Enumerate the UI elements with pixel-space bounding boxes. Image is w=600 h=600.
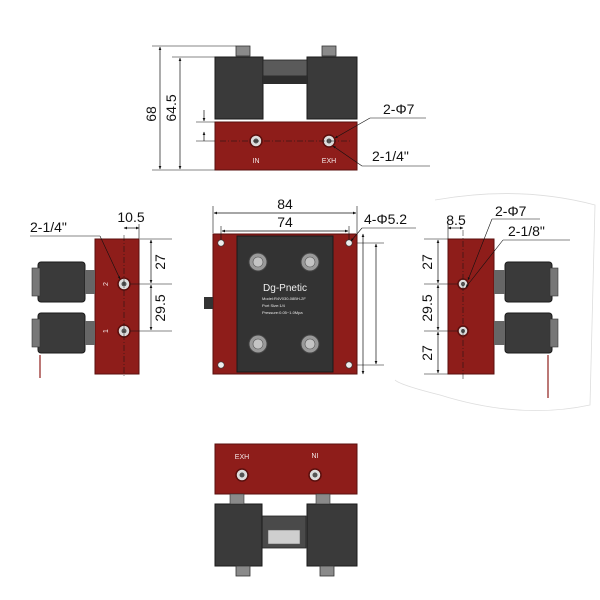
coil-right-lower [504, 312, 553, 354]
port-label-2: 2 [103, 282, 110, 286]
bottom-view: EXH IN [214, 443, 358, 577]
solenoid-coil-left-bottom [214, 503, 263, 567]
top-view: IN EXH 68 64.5 2-Φ7 2-1/4" [143, 45, 430, 171]
nut [235, 45, 251, 57]
dim-height-inner: 64.5 [163, 94, 179, 121]
side-plate-left [94, 238, 140, 375]
dim-width-total: 84 [277, 196, 293, 212]
coil-left-upper [37, 261, 86, 303]
model-label: Model:R4V030-08BH-2F [262, 296, 306, 301]
dim-pitch-right: 29.5 [419, 294, 435, 321]
brand-label: Dg-Pnetic [263, 283, 307, 294]
port-label-in-bottom: IN [312, 451, 319, 458]
port-label-1: 1 [103, 329, 110, 333]
dim-offset-left: 10.5 [117, 209, 144, 225]
coil-left-lower [37, 312, 86, 354]
solenoid-coil-right [306, 56, 358, 120]
mount-hole [217, 239, 225, 247]
mount-hole [217, 361, 225, 369]
nut [248, 334, 268, 354]
dim-ports-left: 2-1/4" [30, 219, 67, 235]
front-view: Dg-Pnetic Model:R4V030-08BH-2F Port Size… [204, 196, 416, 375]
pressure-label: Pressure:0.05~1.0Mpa [262, 310, 303, 315]
valve-body [262, 59, 308, 77]
dim-top-left: 27 [152, 254, 168, 270]
nut [319, 565, 335, 577]
dim-holes-right: 2-Φ7 [495, 203, 527, 219]
port-label-in: IN [253, 158, 260, 165]
port-label-exh: EXH [322, 158, 336, 165]
dim-mount-holes: 4-Φ5.2 [364, 211, 407, 227]
dim-top-right: 27 [419, 254, 435, 270]
solenoid-coil-left [214, 56, 264, 120]
mount-hole [345, 361, 353, 369]
left-view: 2 1 10.5 2-1/4" 27 29.5 [30, 209, 172, 378]
dim-bottom-right: 27 [419, 345, 435, 361]
dim-pitch-left: 29.5 [152, 294, 168, 321]
nut [300, 334, 320, 354]
solenoid-coil-right-bottom [306, 503, 358, 567]
coil-right-upper [504, 261, 553, 303]
dim-offset-right: 8.5 [446, 212, 466, 228]
dim-height-total: 68 [143, 106, 159, 122]
dim-ports-right: 2-1/8" [508, 223, 545, 239]
nut [300, 252, 320, 272]
nut [321, 45, 337, 57]
bottom-plate [214, 443, 358, 495]
port-label-exh-bottom: EXH [235, 454, 249, 461]
dim-ports-top: 2-1/4" [372, 148, 409, 164]
nut [235, 565, 251, 577]
side-plate-right [447, 238, 495, 375]
nut [248, 252, 268, 272]
dim-width-inner: 74 [277, 214, 293, 230]
port-size-label: Port Size:1/4 [262, 303, 286, 308]
valve-bridge [263, 76, 307, 84]
dim-holes-top: 2-Φ7 [383, 101, 415, 117]
right-view: 8.5 2-Φ7 2-1/8" 27 29.5 27 [394, 193, 596, 412]
